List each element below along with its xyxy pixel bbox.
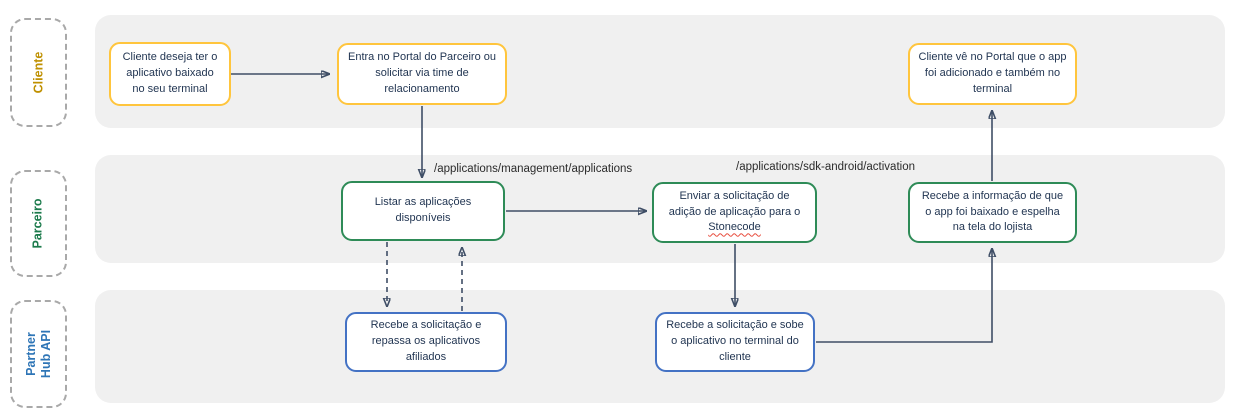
node-cliente-ve-portal: Cliente vê no Portal que o app foi adici… — [908, 43, 1077, 105]
node-text: Recebe a informação de que o app foi bai… — [921, 189, 1064, 234]
node-text: Cliente vê no Portal que o app foi adici… — [918, 51, 1067, 95]
node-entra-portal: Entra no Portal do Parceiro ou solicitar… — [337, 43, 507, 105]
node-recebe-informacao: Recebe a informação de que o app foi bai… — [908, 182, 1077, 243]
api-label-management-applications: /applications/management/applications — [434, 163, 633, 175]
api-label-sdk-android-activation: /applications/sdk-android/activation — [736, 161, 915, 173]
lane-label-box-parceiro: Parceiro — [10, 170, 67, 277]
lane-label-parceiro: Parceiro — [31, 198, 45, 249]
node-text-prefix: Enviar a solicitação de adição de aplica… — [668, 189, 801, 218]
node-enviar-solicitacao: Enviar a solicitação de adição de aplica… — [652, 182, 817, 243]
node-cliente-deseja: Cliente deseja ter o aplicativo baixado … — [109, 42, 231, 106]
node-recebe-repassa: Recebe a solicitação e repassa os aplica… — [345, 312, 507, 372]
node-text: Enviar a solicitação de adição de aplica… — [662, 189, 807, 237]
node-text: Recebe a solicitação e sobe o aplicativo… — [666, 319, 804, 363]
node-text: Entra no Portal do Parceiro ou solicitar… — [348, 51, 496, 95]
node-listar-aplicacoes: Listar as aplicações disponíveis — [341, 181, 505, 241]
lane-label-box-cliente: Cliente — [10, 18, 67, 127]
node-text: Cliente deseja ter o aplicativo baixado … — [122, 51, 218, 95]
lane-label-box-partner-hub-api: Partner Hub API — [10, 300, 67, 408]
lane-label-partner-hub-api: Partner Hub API — [23, 329, 53, 379]
node-text: Recebe a solicitação e repassa os aplica… — [370, 319, 482, 363]
node-recebe-sobe: Recebe a solicitação e sobe o aplicativo… — [655, 312, 815, 372]
lane-label-cliente: Cliente — [31, 51, 45, 94]
node-text-stonecode-misspelled: Stonecode — [708, 221, 761, 234]
node-text: Listar as aplicações disponíveis — [374, 196, 472, 224]
